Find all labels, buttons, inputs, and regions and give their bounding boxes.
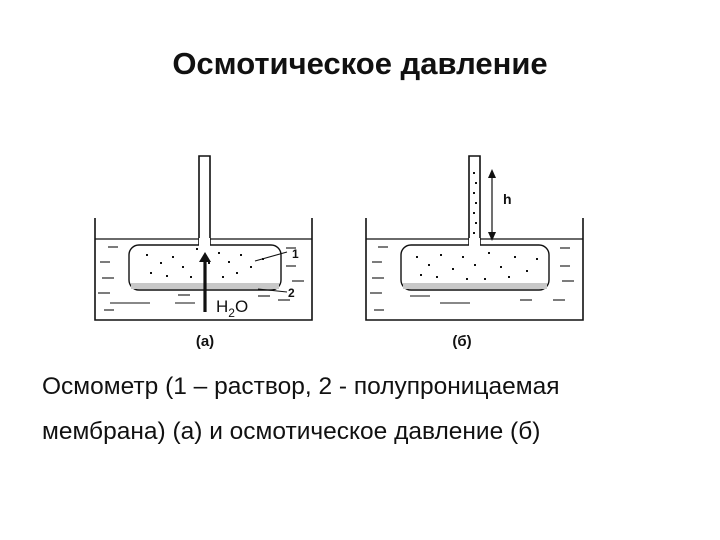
solute-particles-b (416, 252, 538, 280)
panel-a-label: (а) (196, 333, 214, 350)
capillary-tube-b (468, 155, 481, 245)
membrane-b (403, 283, 547, 289)
label-membrane: 2 (288, 286, 295, 300)
vessel-a (94, 218, 313, 321)
caption-line-1: Осмометр (1 – раствор, 2 - полупроницаем… (42, 373, 560, 400)
panel-b: h (б) (365, 155, 584, 350)
tube-solution-particles (473, 172, 477, 234)
panel-a: 1 2 H2O (а) (94, 155, 313, 350)
water-dashes-a (98, 246, 304, 311)
leader-1-a (254, 251, 288, 262)
vessel-b (365, 218, 584, 321)
slide-caption: Осмометр (1 – раствор, 2 - полупроницаем… (42, 364, 702, 454)
slide-title: Осмотическое давление (172, 46, 548, 81)
caption-line-2: мембрана) (а) и осмотическое давление (б… (42, 418, 541, 445)
capillary-tube-a (198, 155, 211, 245)
leader-2-a (257, 288, 288, 293)
solute-particles-a (146, 248, 264, 278)
water-dashes-b (370, 246, 574, 311)
label-height: h (503, 191, 512, 207)
panel-b-label: (б) (452, 333, 471, 350)
label-solution: 1 (292, 247, 299, 261)
label-water: H2O (216, 297, 248, 320)
